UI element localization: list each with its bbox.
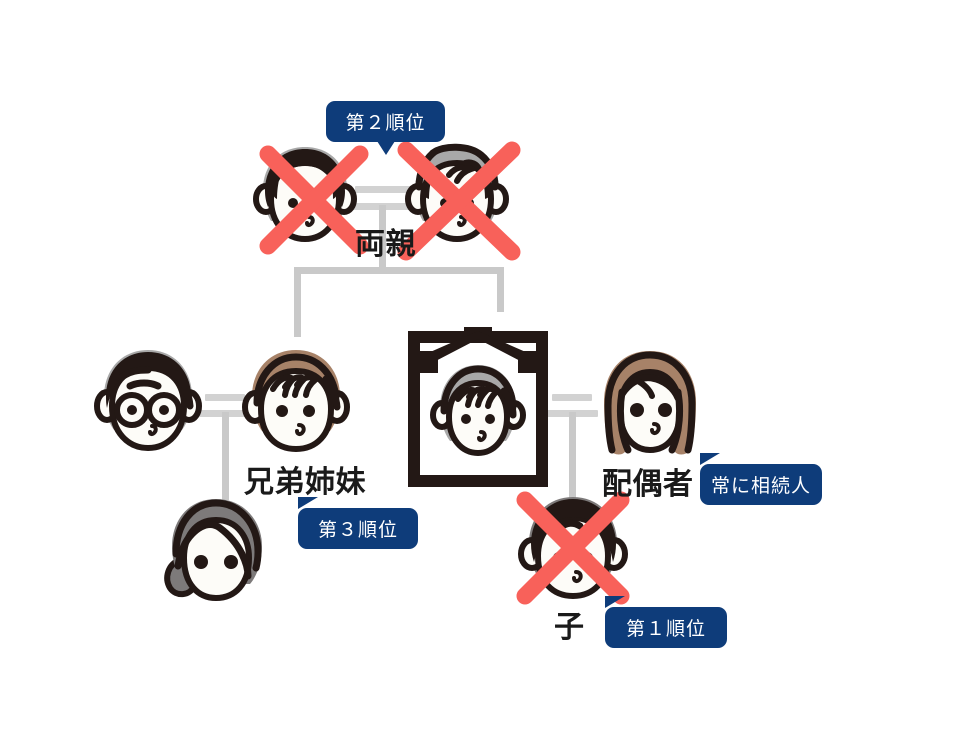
person-parent-father xyxy=(253,141,357,251)
badge-pointer-down-icon xyxy=(376,141,395,155)
label-spouse: 配偶者 xyxy=(602,467,694,502)
descent-line-siblings xyxy=(222,412,229,500)
label-child: 子 xyxy=(554,610,585,645)
badge-always-heir[interactable]: 常に相続人 xyxy=(700,453,822,505)
badge-rank-3-label: 第３順位 xyxy=(317,519,398,541)
badge-pointer-left-top-icon xyxy=(298,497,318,509)
branch-drop-to-deceased xyxy=(497,267,504,312)
badge-always-heir-label: 常に相続人 xyxy=(710,475,811,497)
branch-drop-to-siblings xyxy=(294,267,301,337)
person-sibling-ponytail xyxy=(158,494,276,606)
badge-pointer-left-top-icon xyxy=(700,453,720,465)
marriage-connector-spouse-top xyxy=(552,394,592,401)
badge-rank-1-label: 第１順位 xyxy=(625,618,706,640)
person-sibling-with-glasses xyxy=(92,344,204,460)
badge-rank-3[interactable]: 第３順位 xyxy=(298,497,418,549)
person-deceased-framed-portrait xyxy=(406,313,550,487)
badge-rank-2[interactable]: 第２順位 xyxy=(326,101,445,155)
person-spouse xyxy=(592,346,708,464)
badge-rank-1[interactable]: 第１順位 xyxy=(605,596,727,648)
marriage-connector-siblings-top xyxy=(205,394,245,401)
person-sibling-brown-hair xyxy=(241,345,351,461)
label-parents: 両親 xyxy=(355,227,416,262)
descent-line-child xyxy=(569,412,576,500)
badge-pointer-left-top-icon xyxy=(605,596,625,608)
descent-line-parents xyxy=(379,205,386,273)
person-child xyxy=(518,492,628,608)
label-siblings: 兄弟姉妹 xyxy=(244,465,366,500)
badge-rank-2-label: 第２順位 xyxy=(345,112,426,134)
marriage-connector-parents-top xyxy=(355,186,411,193)
sibling-branch-bar xyxy=(294,267,504,274)
person-parent-mother xyxy=(405,141,509,251)
